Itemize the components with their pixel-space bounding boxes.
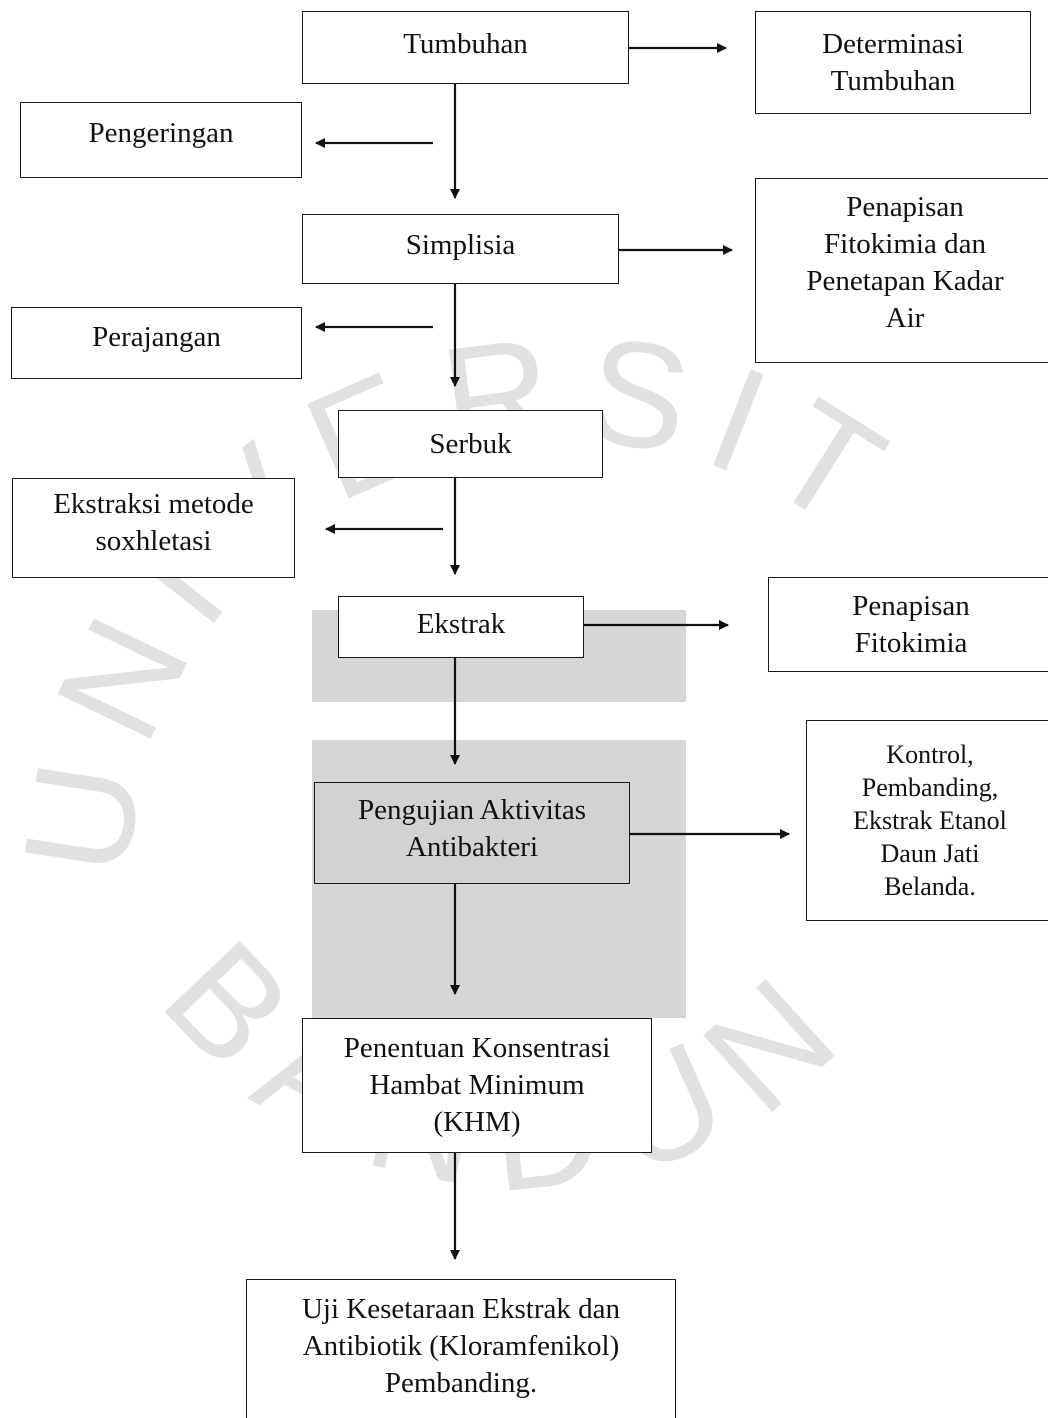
node-determinasi-tumbuhan: Determinasi Tumbuhan <box>755 11 1031 114</box>
node-ekstrak: Ekstrak <box>338 596 584 658</box>
node-serbuk: Serbuk <box>338 410 603 478</box>
node-khm: Penentuan Konsentrasi Hambat Minimum (KH… <box>302 1018 652 1153</box>
node-pengeringan: Pengeringan <box>20 102 302 178</box>
node-uji-kesetaraan: Uji Kesetaraan Ekstrak dan Antibiotik (K… <box>246 1279 676 1418</box>
node-penapisan-kadar-air: Penapisan Fitokimia dan Penetapan Kadar … <box>755 178 1048 363</box>
node-kontrol-pembanding: Kontrol, Pembanding, Ekstrak Etanol Daun… <box>806 720 1048 921</box>
node-penapisan-fitokimia: Penapisan Fitokimia <box>768 577 1048 672</box>
node-ekstraksi-soxhletasi: Ekstraksi metode soxhletasi <box>12 478 295 578</box>
node-simplisia: Simplisia <box>302 214 619 284</box>
node-perajangan: Perajangan <box>11 307 302 379</box>
node-pengujian-aktivitas-antibakteri: Pengujian Aktivitas Antibakteri <box>314 782 630 884</box>
node-tumbuhan: Tumbuhan <box>302 11 629 84</box>
